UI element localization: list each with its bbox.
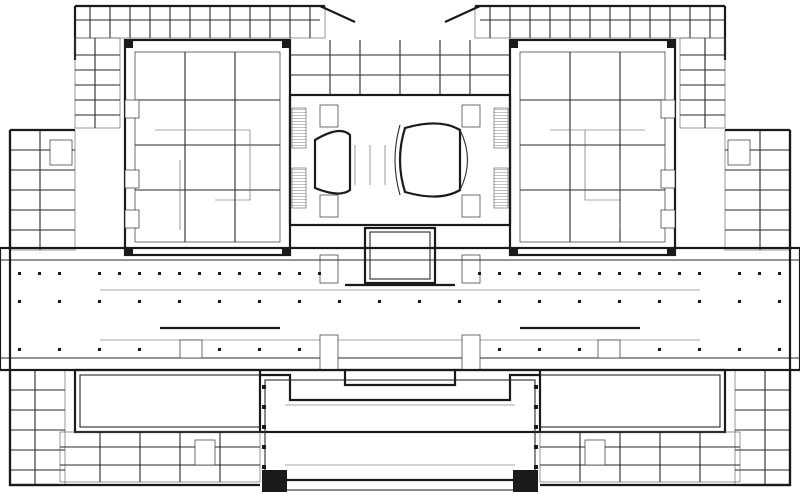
north-wing-right	[444, 4, 727, 129]
structural-columns	[18, 272, 781, 351]
exhibition-hall-left	[123, 38, 292, 257]
central-stage	[319, 226, 481, 287]
main-concourse	[0, 246, 800, 387]
south-courtyard	[59, 368, 741, 483]
outer-perimeter	[8, 130, 792, 487]
north-wing-left	[73, 4, 356, 129]
central-auditorium	[288, 40, 512, 227]
south-entrance-hall	[260, 373, 540, 492]
exhibition-hall-right	[508, 38, 677, 257]
